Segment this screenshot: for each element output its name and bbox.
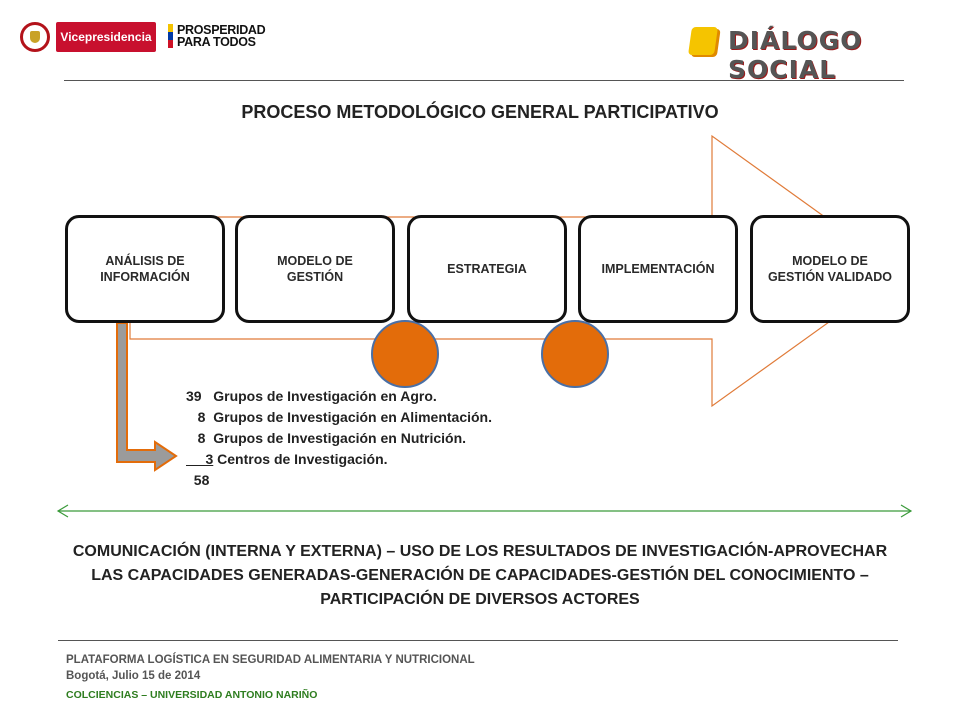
footer-institutions: COLCIENCIAS – UNIVERSIDAD ANTONIO NARIÑO (66, 689, 318, 701)
footer-date: Bogotá, Julio 15 de 2014 (66, 670, 201, 682)
stats-line-agro: 39 Grupos de Investigación en Agro. (186, 388, 437, 404)
milestone-circle-2 (541, 320, 609, 388)
footer-divider (58, 640, 898, 641)
vicepresidencia-logo: Vicepresidencia (56, 22, 156, 52)
stats-line-centros: __3 Centros de Investigación. (186, 449, 606, 470)
stage-estrategia: ESTRATEGIA (407, 215, 567, 323)
footer-platform: PLATAFORMA LOGÍSTICA EN SEGURIDAD ALIMEN… (66, 654, 475, 666)
flag-stripes-icon (168, 24, 173, 48)
dialogo-social-wordmark: DIÁLOGO SOCIAL (728, 26, 863, 84)
stats-centros-count: 3 (205, 451, 214, 467)
dialogo-social-logo: DIÁLOGO SOCIAL (688, 24, 940, 84)
stats-centros-label: Centros de Investigación. (213, 451, 388, 467)
prosperidad-line2: PARA TODOS (177, 35, 256, 49)
stage-modelo-gestion-validado: MODELO DE GESTIÓN VALIDADO (750, 215, 910, 323)
stats-underline: __ (186, 451, 206, 467)
communication-double-arrow (56, 504, 913, 518)
milestone-circle-1 (371, 320, 439, 388)
communication-statement: COMUNICACIÓN (INTERNA Y EXTERNA) – USO D… (72, 543, 888, 608)
stage-modelo-gestion: MODELO DE GESTIÓN (235, 215, 395, 323)
research-groups-list: 39 Grupos de Investigación en Agro. 8 Gr… (186, 386, 606, 491)
connector-bent-arrow (116, 322, 178, 472)
stats-total: 58 (186, 472, 210, 488)
stage-implementacion: IMPLEMENTACIÓN (578, 215, 738, 323)
colombia-crest-icon (20, 22, 50, 52)
prosperidad-line1: PROSPERIDAD (177, 23, 266, 37)
stats-line-nutricion: 8 Grupos de Investigación en Nutrición. (186, 430, 467, 446)
process-big-arrow (129, 134, 902, 408)
header-divider (64, 80, 904, 81)
page-title: PROCESO METODOLÓGICO GENERAL PARTICIPATI… (241, 102, 719, 122)
stats-line-alimentacion: 8 Grupos de Investigación en Alimentació… (186, 409, 492, 425)
stage-analisis-informacion: ANÁLISIS DE INFORMACIÓN (65, 215, 225, 323)
